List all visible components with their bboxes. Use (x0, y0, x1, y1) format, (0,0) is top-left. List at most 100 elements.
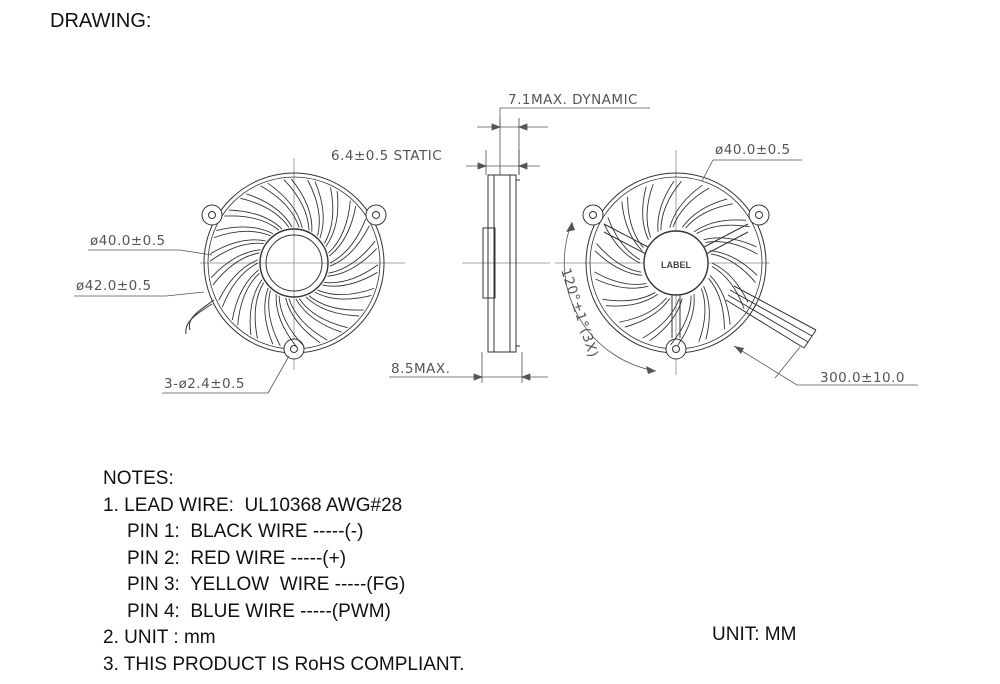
side-view (462, 118, 550, 383)
fan-blade (698, 288, 706, 342)
fan-blade (708, 278, 725, 330)
front-dia-outer-label: ø42.0±0.5 (76, 278, 152, 294)
fan-blade (240, 197, 290, 228)
fan-blade (619, 297, 667, 323)
fan-blade (703, 285, 710, 340)
front-dia-inner-label: ø40.0±0.5 (90, 233, 166, 249)
fan-blade (308, 295, 364, 311)
back-view (555, 150, 817, 375)
side-static-label: 6.4±0.5 STATIC (331, 148, 442, 164)
fan-blade (670, 295, 692, 346)
unit-label: UNIT: MM (712, 624, 797, 645)
back-dia-label: ø40.0±0.5 (715, 142, 791, 158)
fan-blade (314, 291, 372, 300)
fan-blade (693, 219, 747, 233)
fan-blade (328, 200, 351, 254)
fan-blade (216, 226, 274, 235)
fan-blade (677, 294, 695, 346)
fan-blade (602, 292, 656, 302)
front-holes-label: 3-ø2.4±0.5 (164, 376, 245, 392)
fan-blade (705, 241, 758, 255)
fan-blade (642, 186, 649, 241)
side-body (487, 174, 517, 353)
front-hub-outer (259, 228, 329, 298)
fan-blade (221, 262, 259, 308)
fan-blade (596, 243, 642, 273)
fan-blade (260, 185, 300, 228)
fan-blade (603, 223, 641, 264)
fan-blade (210, 239, 266, 255)
fan-blade (327, 248, 378, 277)
fan-blade (696, 224, 750, 234)
fan-blade (314, 181, 324, 239)
fan-blade (685, 203, 733, 229)
fan-blade (621, 201, 643, 252)
note-pin-4: PIN 4: BLUE WIRE -----(PWM) (127, 600, 391, 622)
fan-blade (624, 298, 671, 328)
fan-blade (703, 237, 757, 248)
fan-blade (224, 215, 280, 231)
fan-blade (710, 253, 756, 283)
notes-title: NOTES: (103, 468, 174, 489)
fan-blade (275, 294, 298, 348)
notes-block: NOTES: 1. LEAD WIRE: UL10368 AWG#28 PIN … (103, 466, 464, 678)
fan-blade (649, 298, 683, 342)
fan-blade (288, 298, 328, 341)
fan-blade (322, 271, 378, 287)
front-blades (209, 178, 379, 348)
fan-blade (283, 179, 310, 231)
fan-blade (594, 250, 643, 276)
front-view (185, 158, 405, 370)
fan-blade (329, 225, 370, 267)
fan-blade (278, 295, 305, 347)
fan-blade (295, 298, 342, 333)
fan-blade (264, 287, 274, 345)
fan-blade (672, 187, 710, 228)
fan-blade (218, 259, 259, 301)
fan-blade (681, 198, 728, 228)
side-max-label: 8.5MAX. (391, 361, 450, 377)
back-wire-label: 300.0±10.0 (820, 370, 905, 386)
back-blades (594, 180, 758, 346)
back-angle-label: 120°±1°(3X) (557, 266, 601, 359)
fan-blade (210, 249, 261, 278)
fan-blade (231, 269, 259, 321)
fan-blade (329, 205, 357, 257)
back-label-disc (643, 230, 709, 296)
note-pin-3: PIN 3: YELLOW WIRE -----(FG) (127, 574, 406, 595)
fan-blade (646, 184, 654, 238)
note-pin-1: PIN 1: BLACK WIRE -----(-) (127, 521, 364, 542)
back-label-text: LABEL (661, 260, 691, 270)
fan-blade (605, 293, 659, 307)
fan-blade (594, 271, 647, 285)
fan-blade (711, 262, 749, 303)
fan-blade (213, 230, 271, 239)
fan-blade (249, 279, 263, 336)
fan-blade (267, 182, 303, 229)
fan-blade (237, 272, 260, 326)
fan-blade (627, 196, 644, 248)
front-hub-inner (265, 234, 323, 292)
fan-blade (709, 250, 758, 276)
fan-blade (298, 298, 348, 329)
fan-blade (669, 184, 703, 228)
side-dynamic-label: 7.1MAX. DYNAMIC (508, 92, 638, 108)
fan-blade (329, 218, 367, 264)
fan-blade (323, 187, 334, 244)
note-rohs: 3. THIS PRODUCT IS RoHS COMPLIANT. (103, 653, 465, 675)
note-unit: 2. UNIT : mm (103, 627, 216, 648)
fan-blade (660, 180, 682, 231)
fan-blade (642, 298, 680, 339)
fan-blade (246, 193, 293, 228)
fan-blade (212, 252, 260, 286)
fan-blade (657, 180, 675, 232)
fan-blade (325, 190, 339, 247)
fan-blade (607, 217, 641, 261)
note-lead-wire: 1. LEAD WIRE: UL10368 AWG#28 (103, 494, 403, 516)
fan-blade (328, 240, 376, 274)
fan-blade (709, 274, 731, 325)
fan-blade (317, 287, 375, 296)
fan-blade (595, 278, 649, 289)
fan-blade (268, 290, 281, 347)
